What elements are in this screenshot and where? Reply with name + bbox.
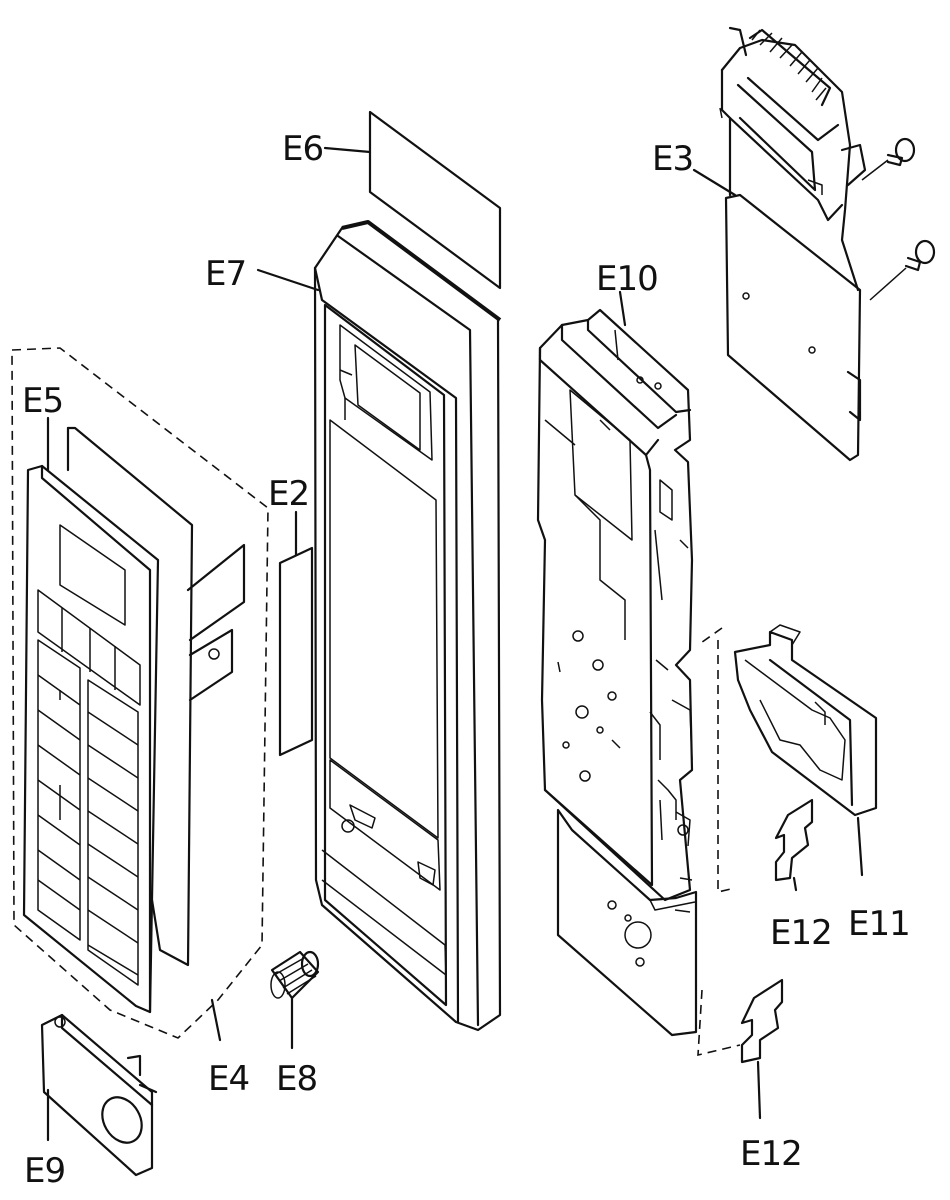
keypad-keys: [37, 589, 141, 986]
part-e7-door-frame: [313, 220, 502, 1032]
part-e4-boundary: [11, 347, 269, 1039]
label-e11: E11: [848, 904, 910, 944]
part-e3-circuit-board: [719, 26, 936, 462]
label-e6: E6: [282, 129, 323, 169]
part-e12-clip-lower: [740, 978, 784, 1064]
transformer-coil: [728, 26, 832, 107]
label-e9: E9: [24, 1151, 65, 1191]
part-e10-chassis: [536, 308, 698, 1037]
label-e7: E7: [205, 254, 246, 294]
label-e4: E4: [208, 1059, 249, 1099]
alignment-lines: [697, 627, 741, 1057]
label-e8: E8: [276, 1059, 317, 1099]
part-e12-clip-upper: [774, 798, 814, 882]
part-e4-keypad-panel: [22, 464, 160, 1014]
part-e5-film: [66, 426, 246, 967]
label-e12-upper: E12: [770, 913, 832, 953]
part-e11-latch-lever: [733, 624, 878, 817]
part-e8-spring: [270, 950, 320, 1000]
part-e2-strip: [278, 546, 314, 757]
label-e3: E3: [652, 139, 693, 179]
label-e10: E10: [596, 259, 658, 299]
label-e5: E5: [22, 381, 63, 421]
label-e2: E2: [268, 474, 309, 514]
part-e6-sheet: [368, 110, 502, 290]
part-labels: E6 E3 E7 E10 E5 E2 E12 E11 E4 E8 E12 E9: [22, 129, 911, 1191]
screw-upper: [861, 137, 916, 181]
leader-lines: [46, 146, 864, 1142]
screw-lower: [869, 239, 936, 301]
part-e9-latch-cover: [40, 1013, 158, 1177]
label-e12-lower: E12: [740, 1134, 802, 1174]
